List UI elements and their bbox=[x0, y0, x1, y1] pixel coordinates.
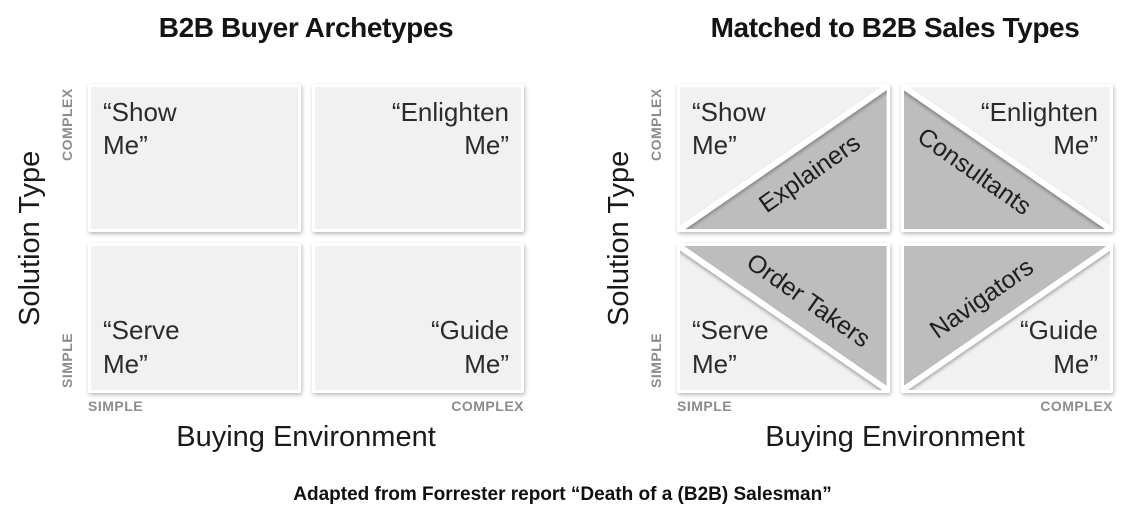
source-caption: Adapted from Forrester report “Death of … bbox=[293, 484, 832, 505]
y-axis-tick-simple: SIMPLE bbox=[648, 332, 664, 388]
x-axis-label: Buying Environment bbox=[765, 421, 1025, 453]
quadrant-label: “Guide Me” bbox=[1019, 315, 1098, 379]
quadrant-show-me: “Show Me” bbox=[88, 84, 301, 232]
quadrant-serve-me: “Serve Me” Order Takers bbox=[677, 243, 890, 393]
y-axis-label: Solution Type bbox=[14, 150, 46, 327]
y-axis-tick-simple: SIMPLE bbox=[59, 332, 75, 388]
chart-title: Matched to B2B Sales Types bbox=[710, 12, 1080, 43]
quadrant-label: “Enlighten Me” bbox=[980, 97, 1098, 161]
x-axis-tick-simple: SIMPLE bbox=[677, 398, 733, 414]
chart-buyer-archetypes: B2B Buyer Archetypes Solution Type COMPL… bbox=[0, 0, 562, 470]
quadrant-enlighten-me: “Enlighten Me” Consultants bbox=[900, 84, 1113, 232]
quadrant-guide-me: “Guide Me” bbox=[311, 243, 524, 393]
quadrant-label: “Serve Me” bbox=[692, 315, 769, 379]
y-axis-label: Solution Type bbox=[603, 150, 635, 327]
chart-sales-types: Matched to B2B Sales Types Solution Type… bbox=[589, 0, 1125, 470]
y-axis-tick-complex: COMPLEX bbox=[648, 88, 664, 161]
x-axis-tick-simple: SIMPLE bbox=[88, 398, 144, 414]
x-axis-ticks: SIMPLE COMPLEX bbox=[677, 398, 1113, 414]
x-axis-tick-complex: COMPLEX bbox=[1040, 398, 1113, 414]
quadrant-label: “Show Me” bbox=[103, 97, 177, 161]
quadrant-label: “Enlighten Me” bbox=[391, 97, 509, 161]
y-axis-tick-complex: COMPLEX bbox=[59, 88, 75, 161]
quadrant-label: “Serve Me” bbox=[103, 315, 180, 379]
chart-title: B2B Buyer Archetypes bbox=[158, 12, 454, 43]
quadrant-grid: “Show Me” “Enlighten Me” “Serve Me” “Gui… bbox=[88, 84, 524, 393]
quadrant-enlighten-me: “Enlighten Me” bbox=[311, 84, 524, 232]
quadrant-guide-me: “Guide Me” Navigators bbox=[900, 243, 1113, 393]
quadrant-show-me: “Show Me” Explainers bbox=[677, 84, 890, 232]
quadrant-label: “Guide Me” bbox=[430, 315, 509, 379]
quadrant-grid: “Show Me” Explainers “Enlighten Me” Cons… bbox=[677, 84, 1113, 393]
x-axis-ticks: SIMPLE COMPLEX bbox=[88, 398, 524, 414]
x-axis-tick-complex: COMPLEX bbox=[451, 398, 524, 414]
quadrant-label: “Show Me” bbox=[692, 97, 766, 161]
x-axis-label: Buying Environment bbox=[176, 421, 436, 453]
quadrant-serve-me: “Serve Me” bbox=[88, 243, 301, 393]
